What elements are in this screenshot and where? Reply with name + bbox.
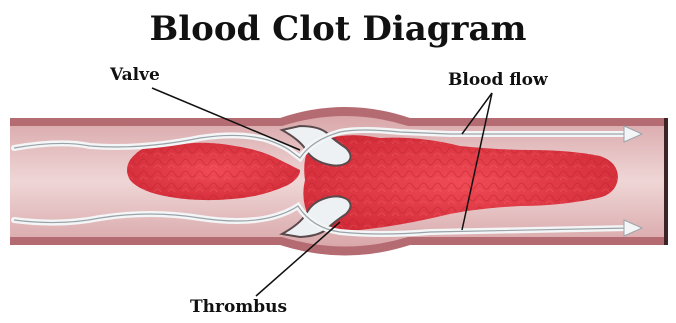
vessel-right-edge xyxy=(664,118,668,245)
label-valve: Valve xyxy=(109,65,160,85)
label-thrombus: Thrombus xyxy=(190,297,287,317)
label-blood-flow: Blood flow xyxy=(448,70,548,90)
diagram-title: Blood Clot Diagram xyxy=(150,9,527,49)
